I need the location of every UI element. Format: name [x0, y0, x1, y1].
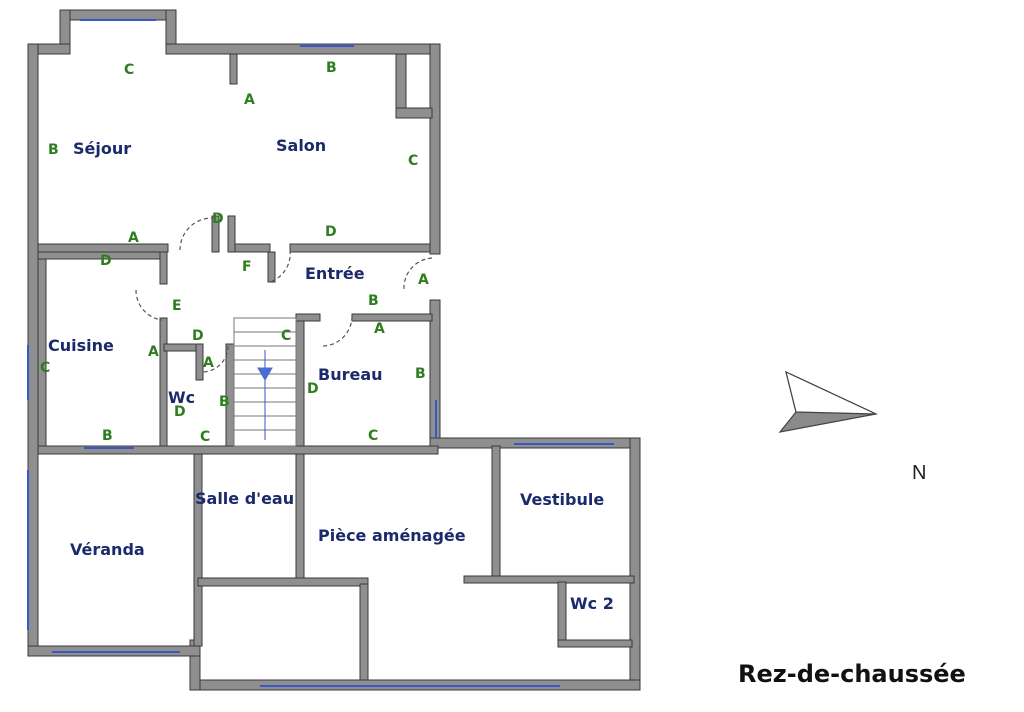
exterior-walls [27, 9, 641, 691]
wall-label: A [203, 355, 214, 371]
wall-label: B [102, 428, 113, 444]
room-cuisine: Cuisine [48, 336, 114, 355]
room-wc: Wc [168, 388, 196, 407]
room-veranda: Véranda [70, 540, 145, 559]
wall-label: A [244, 92, 255, 108]
wall-label: D [307, 381, 319, 397]
wall-label: B [368, 293, 379, 309]
wall-label: F [242, 259, 252, 275]
room-piece-amenagee: Pièce aménagée [318, 526, 466, 545]
wall-label: A [148, 344, 159, 360]
room-wc2: Wc 2 [570, 594, 614, 613]
wall-label: D [174, 404, 186, 420]
room-entree: Entrée [305, 264, 365, 283]
windows [27, 19, 614, 687]
wall-label: C [40, 360, 51, 376]
wall-label: D [100, 253, 112, 269]
wall-label: C [368, 428, 379, 444]
north-label: N [912, 462, 927, 484]
door-swings [135, 217, 433, 373]
wall-label: D [192, 328, 204, 344]
room-sejour: Séjour [73, 139, 132, 158]
wall-label: B [219, 394, 230, 410]
wall-label: A [418, 272, 429, 288]
room-salle-deau: Salle d'eau [195, 489, 295, 508]
wall-label: C [124, 62, 135, 78]
wall-label: D [212, 211, 224, 227]
wall-label: C [281, 328, 292, 344]
wall-label: A [374, 321, 385, 337]
wall-label: B [415, 366, 426, 382]
wall-label: B [48, 142, 59, 158]
wall-label: E [172, 298, 182, 314]
wall-label: C [408, 153, 419, 169]
compass-arrow [778, 370, 878, 433]
wall-label: D [325, 224, 337, 240]
wall-label: B [326, 60, 337, 76]
wall-label: A [128, 230, 139, 246]
interior-walls [37, 53, 635, 681]
wall-label: C [200, 429, 211, 445]
room-bureau: Bureau [318, 365, 383, 384]
room-vestibule: Vestibule [520, 490, 605, 509]
floor-title: Rez-de-chaussée [738, 660, 966, 688]
staircase [233, 317, 297, 447]
room-salon: Salon [276, 136, 327, 155]
